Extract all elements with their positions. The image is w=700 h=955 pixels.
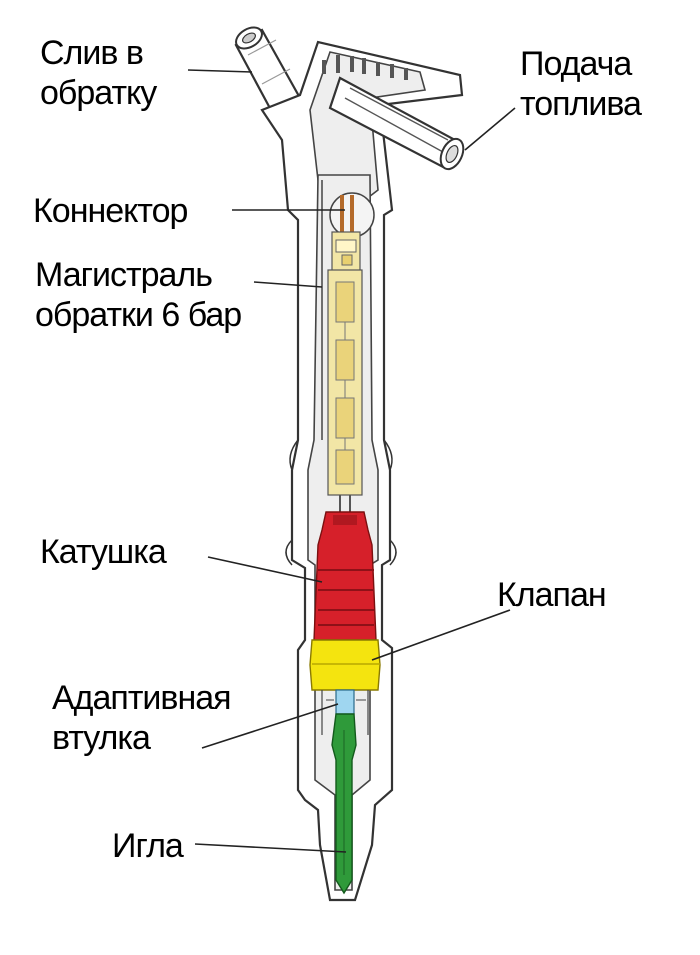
leader-fuel-supply <box>464 107 516 151</box>
connector-stem <box>327 269 363 496</box>
connector <box>331 195 361 273</box>
needle <box>331 713 357 895</box>
leader-adaptive-sleeve <box>201 703 339 749</box>
leader-drain <box>187 69 253 73</box>
leader-needle <box>194 843 347 853</box>
label-needle: Игла <box>112 827 184 865</box>
engraved-marks <box>322 55 408 80</box>
leader-valve <box>371 609 511 661</box>
label-return-line: Магистраль обратки 6 бар <box>35 256 242 334</box>
leader-coil <box>207 556 323 583</box>
label-coil: Катушка <box>40 533 167 571</box>
label-adaptive-sleeve: Адаптивная втулка <box>52 679 232 757</box>
leader-return-line <box>253 281 323 288</box>
valve <box>309 639 381 691</box>
fuel-supply-inlet <box>328 76 465 171</box>
label-fuel-supply: Подача топлива <box>520 45 642 123</box>
label-drain: Слив в обратку <box>40 34 157 112</box>
label-connector: Коннектор <box>33 192 188 230</box>
coil <box>313 511 377 641</box>
label-valve: Клапан <box>497 576 607 614</box>
